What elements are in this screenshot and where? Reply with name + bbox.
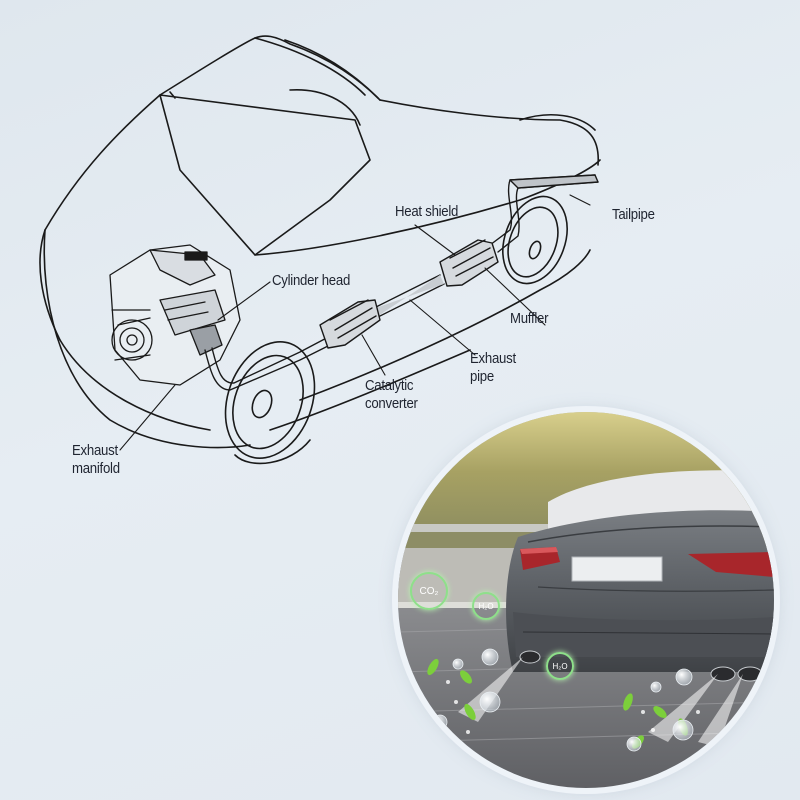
label-manifold-line2: manifold [72,460,120,477]
car-side-line [254,159,601,256]
clean-exhaust-photo-inset: CO₂ H₂O H₂O [398,412,774,788]
muffler [439,239,499,287]
engine [109,244,241,386]
label-exhaust-pipe-line1: Exhaust [470,350,516,367]
car-hood [39,94,161,341]
catalytic-converter [319,299,381,349]
car-lower-side [299,249,591,401]
rear-wheel [502,195,568,285]
leader-lines [119,194,591,451]
label-exhaust-manifold: Exhaust manifold [72,442,120,478]
label-tailpipe: Tailpipe [612,206,655,223]
car-rear-photo [506,470,774,682]
car-roof-outline [159,35,381,101]
label-catalytic-line1: Catalytic [365,377,414,394]
label-muffler: Muffler [510,310,549,327]
label-cylinder-head: Cylinder head [272,272,351,289]
car-front [43,229,251,449]
exhaust-pipe [204,174,599,391]
co2-molecule-icon: CO₂ [410,572,448,610]
car-rear-window [289,89,361,126]
front-wheel [224,341,316,465]
h2o-molecule-icon: H₂O [546,652,574,680]
label-exhaust-pipe: Exhaust pipe [470,350,516,386]
label-manifold-line1: Exhaust [72,442,118,459]
label-catalytic-line2: converter [365,395,418,412]
car-rear [379,99,600,166]
label-catalytic-converter: Catalytic converter [365,377,418,413]
label-exhaust-pipe-line2: pipe [470,368,494,385]
h2o-molecule-icon: H₂O [472,592,500,620]
label-heat-shield: Heat shield [395,203,459,220]
car-windshield [159,94,371,256]
